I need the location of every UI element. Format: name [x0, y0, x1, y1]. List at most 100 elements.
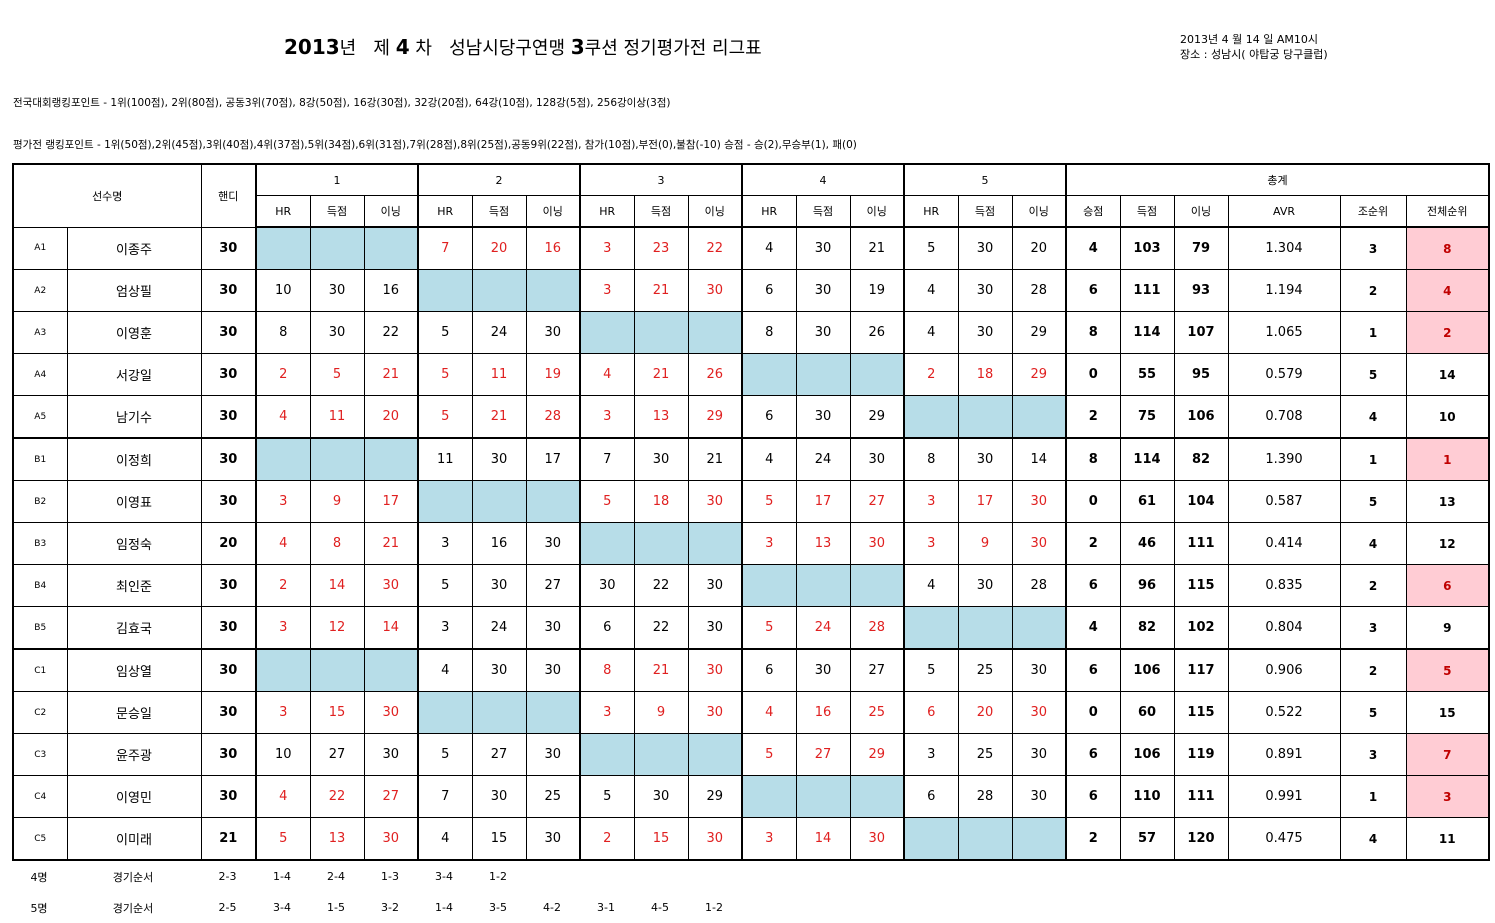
overall-rank: 9 [1405, 606, 1490, 650]
player-code: B5 [12, 606, 68, 650]
page-title: 2013년 제 4 차 성남시당구연맹 3쿠션 정기평가전 리그표 [284, 34, 762, 60]
game-1-득점: 5 [309, 353, 365, 396]
game-3-HR: 2 [579, 817, 635, 861]
self-match-cell [363, 437, 419, 481]
self-match-cell [309, 437, 365, 481]
game-5-득점: 17 [957, 480, 1013, 523]
total-score: 46 [1119, 522, 1175, 565]
game-2-득점: 16 [471, 522, 527, 565]
game-3-HR: 4 [579, 353, 635, 396]
self-match-cell [255, 648, 311, 692]
game-2-이닝: 16 [525, 226, 581, 270]
game-2-이닝: 25 [525, 775, 581, 818]
player-code: B1 [12, 437, 68, 481]
self-match-cell [417, 269, 473, 312]
overall-rank: 7 [1405, 733, 1490, 776]
game-1-HR: 10 [255, 269, 311, 312]
game-4-HR: 4 [741, 437, 797, 481]
player-code: C3 [12, 733, 68, 776]
total-points: 2 [1065, 395, 1121, 439]
self-match-cell [957, 606, 1013, 650]
game-1-득점: 14 [309, 564, 365, 607]
self-match-cell [1011, 395, 1067, 439]
self-match-cell [255, 437, 311, 481]
total-score: 114 [1119, 437, 1175, 481]
game-2-득점: 30 [471, 564, 527, 607]
header-sub-이닝: 이닝 [363, 195, 419, 228]
order-item: 2-3 [218, 870, 237, 883]
game-1-HR: 4 [255, 395, 311, 439]
game-1-이닝: 21 [363, 353, 419, 396]
game-5-이닝: 14 [1011, 437, 1067, 481]
game-3-득점: 18 [633, 480, 689, 523]
title-text-a: 성남시당구연맹 [449, 38, 566, 59]
game-3-득점: 9 [633, 691, 689, 734]
player-name: 임상열 [66, 648, 202, 692]
evaluation-ranking-note: 평가전 랭킹포인트 - 1위(50점),2위(45점),3위(40점),4위(3… [13, 139, 857, 151]
total-innings: 117 [1173, 648, 1229, 692]
average: 0.891 [1227, 733, 1341, 776]
game-5-HR: 2 [903, 353, 959, 396]
player-code: B4 [12, 564, 68, 607]
header-sub-득점: 득점 [471, 195, 527, 228]
player-code: A2 [12, 269, 68, 312]
average: 0.475 [1227, 817, 1341, 861]
game-1-득점: 13 [309, 817, 365, 861]
game-4-득점: 30 [795, 226, 851, 270]
header-total-sub: 조순위 [1339, 195, 1407, 228]
game-1-득점: 27 [309, 733, 365, 776]
game-5-HR: 5 [903, 648, 959, 692]
game-3-이닝: 29 [687, 775, 743, 818]
total-score: 106 [1119, 733, 1175, 776]
total-innings: 111 [1173, 522, 1229, 565]
game-2-HR: 5 [417, 733, 473, 776]
game-5-이닝: 30 [1011, 648, 1067, 692]
total-points: 2 [1065, 522, 1121, 565]
player-handicap: 30 [200, 775, 257, 818]
total-innings: 104 [1173, 480, 1229, 523]
self-match-cell [363, 648, 419, 692]
player-name: 이정희 [66, 437, 202, 481]
self-match-cell [255, 226, 311, 270]
game-3-HR: 8 [579, 648, 635, 692]
game-2-이닝: 30 [525, 311, 581, 354]
player-code: C2 [12, 691, 68, 734]
player-handicap: 20 [200, 522, 257, 565]
game-5-득점: 30 [957, 311, 1013, 354]
self-match-cell [903, 817, 959, 861]
header-sub-이닝: 이닝 [1011, 195, 1067, 228]
game-4-득점: 30 [795, 269, 851, 312]
game-2-HR: 4 [417, 648, 473, 692]
game-3-이닝: 30 [687, 480, 743, 523]
game-1-HR: 2 [255, 353, 311, 396]
self-match-cell [795, 564, 851, 607]
total-score: 110 [1119, 775, 1175, 818]
player-handicap: 30 [200, 269, 257, 312]
group-rank: 1 [1339, 775, 1407, 818]
player-handicap: 21 [200, 817, 257, 861]
game-5-HR: 3 [903, 480, 959, 523]
game-2-득점: 11 [471, 353, 527, 396]
player-code: B2 [12, 480, 68, 523]
total-score: 103 [1119, 226, 1175, 270]
header-total-sub: AVR [1227, 195, 1341, 228]
header-handicap: 핸디 [200, 163, 257, 228]
game-3-HR: 7 [579, 437, 635, 481]
total-innings: 95 [1173, 353, 1229, 396]
game-3-이닝: 29 [687, 395, 743, 439]
overall-rank: 13 [1405, 480, 1490, 523]
game-4-HR: 3 [741, 522, 797, 565]
player-handicap: 30 [200, 311, 257, 354]
game-3-이닝: 30 [687, 606, 743, 650]
game-1-득점: 15 [309, 691, 365, 734]
game-4-이닝: 28 [849, 606, 905, 650]
self-match-cell [849, 564, 905, 607]
game-4-이닝: 25 [849, 691, 905, 734]
